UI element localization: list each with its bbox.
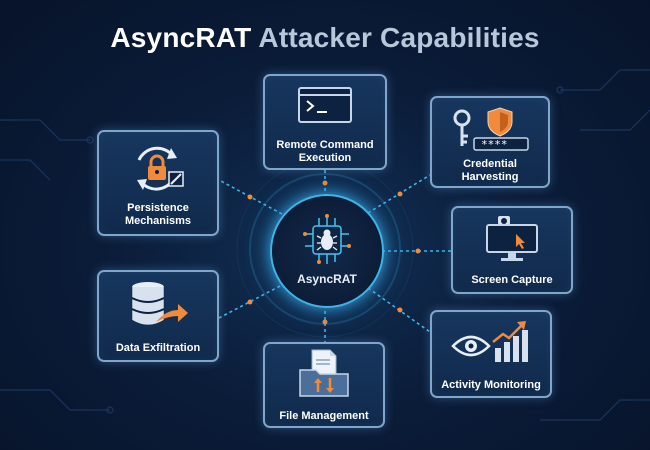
card-label: Data Exfiltration <box>115 342 201 354</box>
card-label: Remote Command Execution <box>276 139 374 164</box>
card-data-exfiltration: Data Exfiltration <box>97 270 219 362</box>
terminal-icon <box>298 87 352 123</box>
card-label: Activity Monitoring <box>441 379 541 391</box>
title-part-1: AsyncRAT <box>110 22 252 53</box>
card-credential-harvesting: **** Credential Harvesting <box>430 96 550 188</box>
card-label: File Management <box>279 410 369 422</box>
circuit-decoration <box>0 69 650 421</box>
eye-chart-icon <box>451 321 528 362</box>
bug-chip-icon <box>303 214 351 264</box>
card-file-management: File Management <box>263 342 385 428</box>
svg-text:****: **** <box>481 138 508 151</box>
database-arrow-icon <box>131 282 188 326</box>
card-label: Persistence Mechanisms <box>124 202 192 227</box>
asyncrat-hub: AsyncRAT <box>270 194 384 308</box>
card-remote-command-execution: Remote Command Execution <box>263 74 387 170</box>
title-part-2: Attacker Capabilities <box>258 22 540 53</box>
folder-document-icon <box>299 349 349 397</box>
card-label: Screen Capture <box>471 274 553 286</box>
card-activity-monitoring: Activity Monitoring <box>430 310 552 398</box>
card-persistence-mechanisms: Persistence Mechanisms <box>97 130 219 236</box>
card-label: Credential Harvesting <box>461 158 519 183</box>
card-screen-capture: Screen Capture <box>451 206 573 294</box>
lock-cycle-icon <box>137 146 184 191</box>
hub-label: AsyncRAT <box>297 272 357 286</box>
monitor-camera-icon <box>486 216 538 261</box>
connector-dots <box>247 180 421 325</box>
key-shield-password-icon: **** <box>453 107 529 151</box>
page-title: AsyncRAT Attacker Capabilities <box>0 22 650 54</box>
